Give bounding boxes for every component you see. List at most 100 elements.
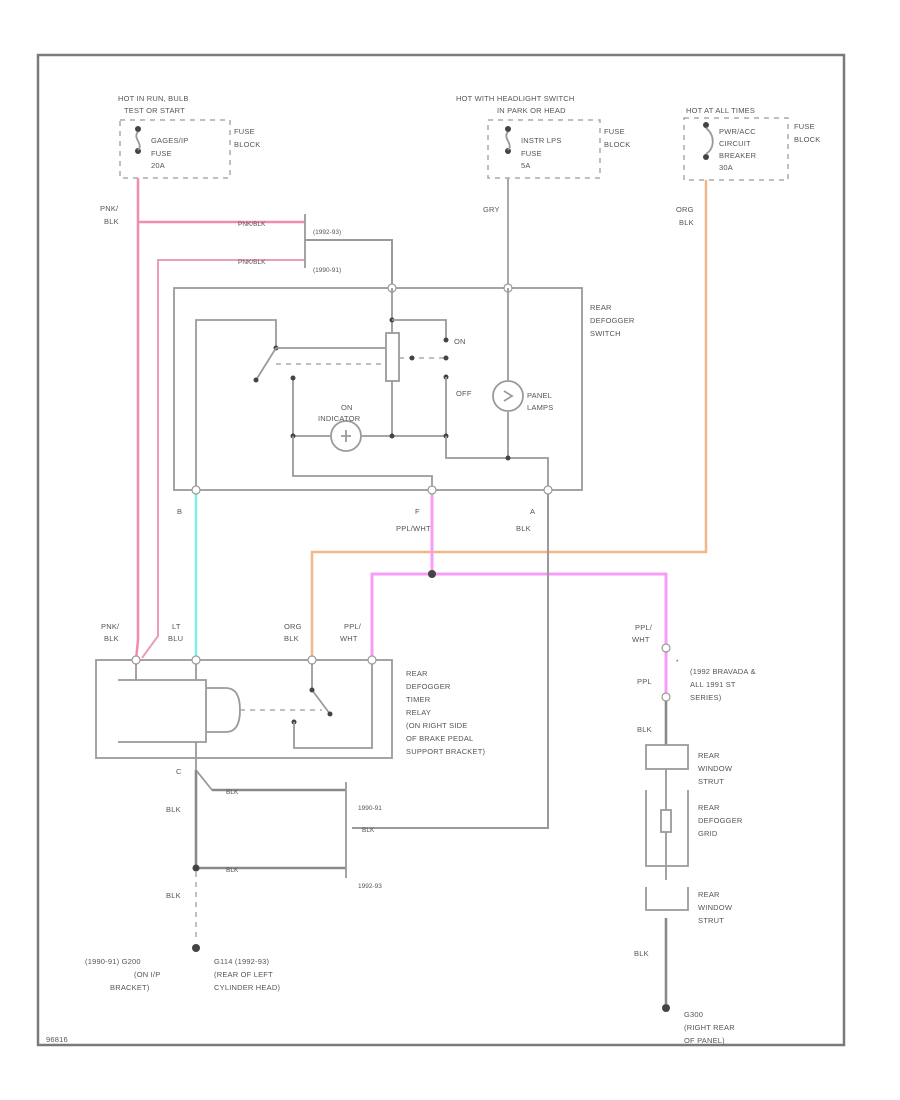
relay-location-2: OF BRAKE PEDAL [406,734,473,743]
switch-pivot [409,355,415,361]
relay-internal-wire [293,664,373,749]
switch-internal-wire [292,436,433,490]
fuse-3-rating: 30A [719,163,733,172]
fuse-1-name: GAGES/IP [151,136,188,145]
relay-pin [131,655,141,665]
fuse-1-type: FUSE [151,149,172,158]
rear-window-strut-upper [645,744,689,770]
switch-name-2: DEFOGGER [590,316,635,325]
relay-contact-arm [311,664,331,715]
fuse-1-header-line-1: HOT IN RUN, BULB [118,94,189,103]
wire-label-lt: LT [172,622,181,631]
strut-upper-label-2: WINDOW [698,764,733,773]
relay-ground-wire [195,758,250,791]
wire-label-blk: BLK [104,634,119,643]
switch-on-contact [443,337,449,343]
fuse-1-block-1: FUSE [234,127,255,136]
fuse-1-header-line-2: TEST OR START [124,106,185,115]
wire-label-blk-top: BLK [104,217,119,226]
switch-junction [389,433,395,439]
fuse-3-block-2: BLOCK [794,135,820,144]
splice-ground [192,864,200,872]
fuse-1-block-2: BLOCK [234,140,260,149]
relay-timer-module [118,679,207,743]
grid-label-2: DEFOGGER [698,816,743,825]
indicator-label-1: ON [341,403,353,412]
ground-right-label-1: G300 [684,1010,703,1019]
ground-center-label-3: CYLINDER HEAD) [214,983,280,992]
relay-name-2: DEFOGGER [406,682,451,691]
switch-common-contact [443,355,449,361]
star-marker: * [676,659,679,666]
switch-internal-wire [292,378,330,437]
wire-ppl-wht-relay [370,572,432,660]
breaker-terminal [703,122,709,128]
relay-name-3: TIMER [406,695,431,704]
indicator-filament [341,430,351,442]
switch-internal-wire [362,377,447,437]
strut-upper-label-1: REAR [698,751,720,760]
ground-g200-icon [192,944,200,952]
strut-lower-label-1: REAR [698,890,720,899]
ground-g300-icon [662,1004,670,1012]
relay-location-1: (ON RIGHT SIDE [406,721,467,730]
switch-name-1: REAR [590,303,612,312]
wire-inline-label: BLK [226,867,239,874]
switch-internal-wire [195,319,277,490]
fuse-3-type-1: CIRCUIT [719,139,751,148]
wire-pnk-blk-branch-2 [141,259,305,659]
wire-blk-switch-a [352,490,549,829]
wire-ppl-wht-right [432,572,668,695]
year-note: (1990-91) [313,267,341,274]
wire-label-blk: BLK [516,524,531,533]
strut-lower-label-2: WINDOW [698,903,733,912]
fuse-block-outline [119,119,231,179]
wire-pnk-blk-main [134,178,140,661]
fuse-terminal [135,126,141,132]
breaker-terminal [703,154,709,160]
rear-defogger-switch: ON OFF ON INDICATOR PANEL LAMPS REAR DEF… [173,283,635,495]
switch-on-label: ON [454,337,466,346]
wire-label-wht: WHT [632,635,650,644]
switch-name-3: SWITCH [590,329,621,338]
wire-label-ppl-wht: PPL/WHT [396,524,431,533]
pin-label-c: C [176,767,182,776]
relay-contact [327,711,333,717]
connector-pin [661,643,671,653]
fuse-3-header: HOT AT ALL TIMES [686,106,755,115]
switch-pin-f [427,485,437,495]
fuse-3-name: PWR/ACC [719,127,756,136]
wire-label-blk-top: BLK [679,218,694,227]
fuse-3-type-2: BREAKER [719,151,757,160]
defogger-grid-element-icon [660,809,672,833]
fuse-element-icon [135,131,141,151]
relay-internal-wire [135,664,197,680]
indicator-lamp-icon [330,420,362,452]
wire-splice-to-switch [305,239,393,288]
wire-label-org-top: ORG [676,205,694,214]
wire-label-blk: BLK [166,805,181,814]
switch-internal-wire [445,436,549,490]
wire-inline-label: BLK [226,789,239,796]
right-note-2: ALL 1991 ST [690,680,736,689]
wire-label-ppl: PPL/ [344,622,362,631]
wire-label-blu: BLU [168,634,183,643]
connector-pin [661,692,671,702]
strut-lower-label-3: STRUT [698,916,724,925]
panel-lamps-label-2: LAMPS [527,403,553,412]
rear-defogger-timer-relay: REAR DEFOGGER TIMER RELAY (ON RIGHT SIDE… [95,655,485,759]
circuit-breaker-pwr-acc: HOT AT ALL TIMES PWR/ACC CIRCUIT BREAKER… [683,106,820,181]
relay-name-1: REAR [406,669,428,678]
ground-left-label-1: (1990-91) G200 [85,957,141,966]
relay-pin [367,655,377,665]
wire-label-blk: BLK [166,891,181,900]
wire-label-gry: GRY [483,205,500,214]
fuse-terminal [505,126,511,132]
rocker-switch-body [385,332,400,382]
switch-housing [173,287,583,491]
ground-right-label-2: (RIGHT REAR [684,1023,735,1032]
right-note-3: SERIES) [690,693,722,702]
fuse-3-block-1: FUSE [794,122,815,131]
fuse-2-header-line-2: IN PARK OR HEAD [497,106,566,115]
